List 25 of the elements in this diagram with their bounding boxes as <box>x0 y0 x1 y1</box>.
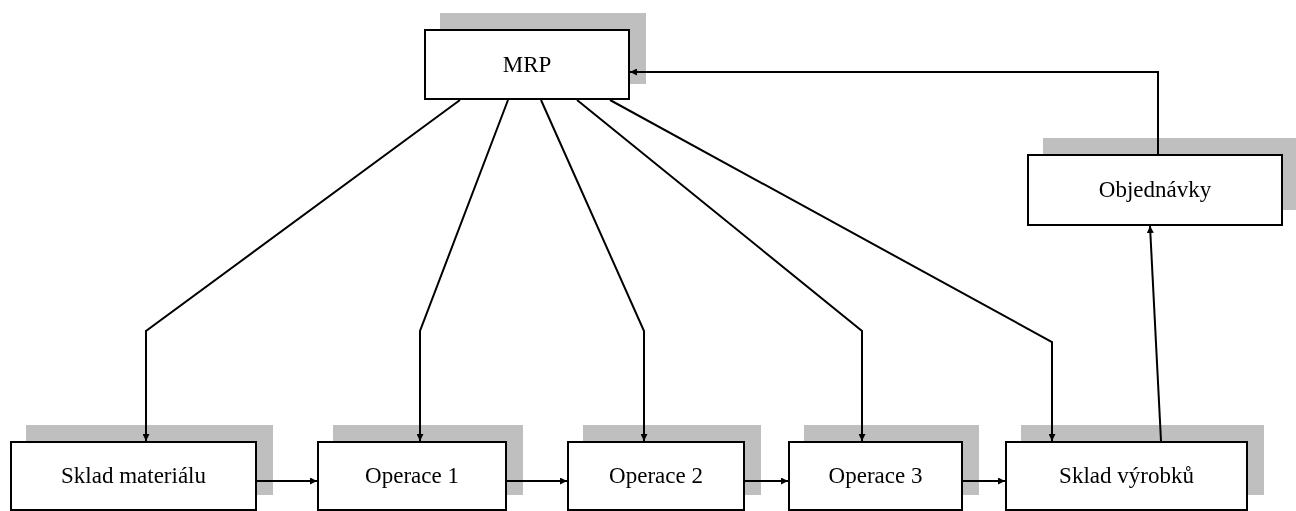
process-box <box>1005 441 1248 511</box>
box-label: Sklad výrobků <box>1059 463 1194 489</box>
process-box <box>424 29 630 100</box>
arrow <box>256 477 318 485</box>
arrow <box>1146 225 1162 442</box>
box-label: MRP <box>502 51 552 78</box>
box-label: Operace 2 <box>609 463 703 489</box>
arrow <box>629 68 1159 155</box>
arrow <box>142 99 461 442</box>
box-label: Operace 3 <box>828 463 923 489</box>
process-box <box>567 441 745 511</box>
box-label: Sklad materiálu <box>61 463 206 489</box>
arrow <box>744 477 789 485</box>
arrow <box>416 99 509 442</box>
box-label: Operace 1 <box>365 463 459 489</box>
process-box <box>788 441 963 511</box>
arrow <box>609 99 1056 442</box>
process-box <box>10 441 257 511</box>
arrow <box>506 477 568 485</box>
box-label: Objednávky <box>1098 177 1212 203</box>
arrow <box>576 99 866 442</box>
process-box <box>1027 154 1283 226</box>
arrow <box>962 477 1006 485</box>
arrow <box>540 99 648 442</box>
process-box <box>317 441 507 511</box>
